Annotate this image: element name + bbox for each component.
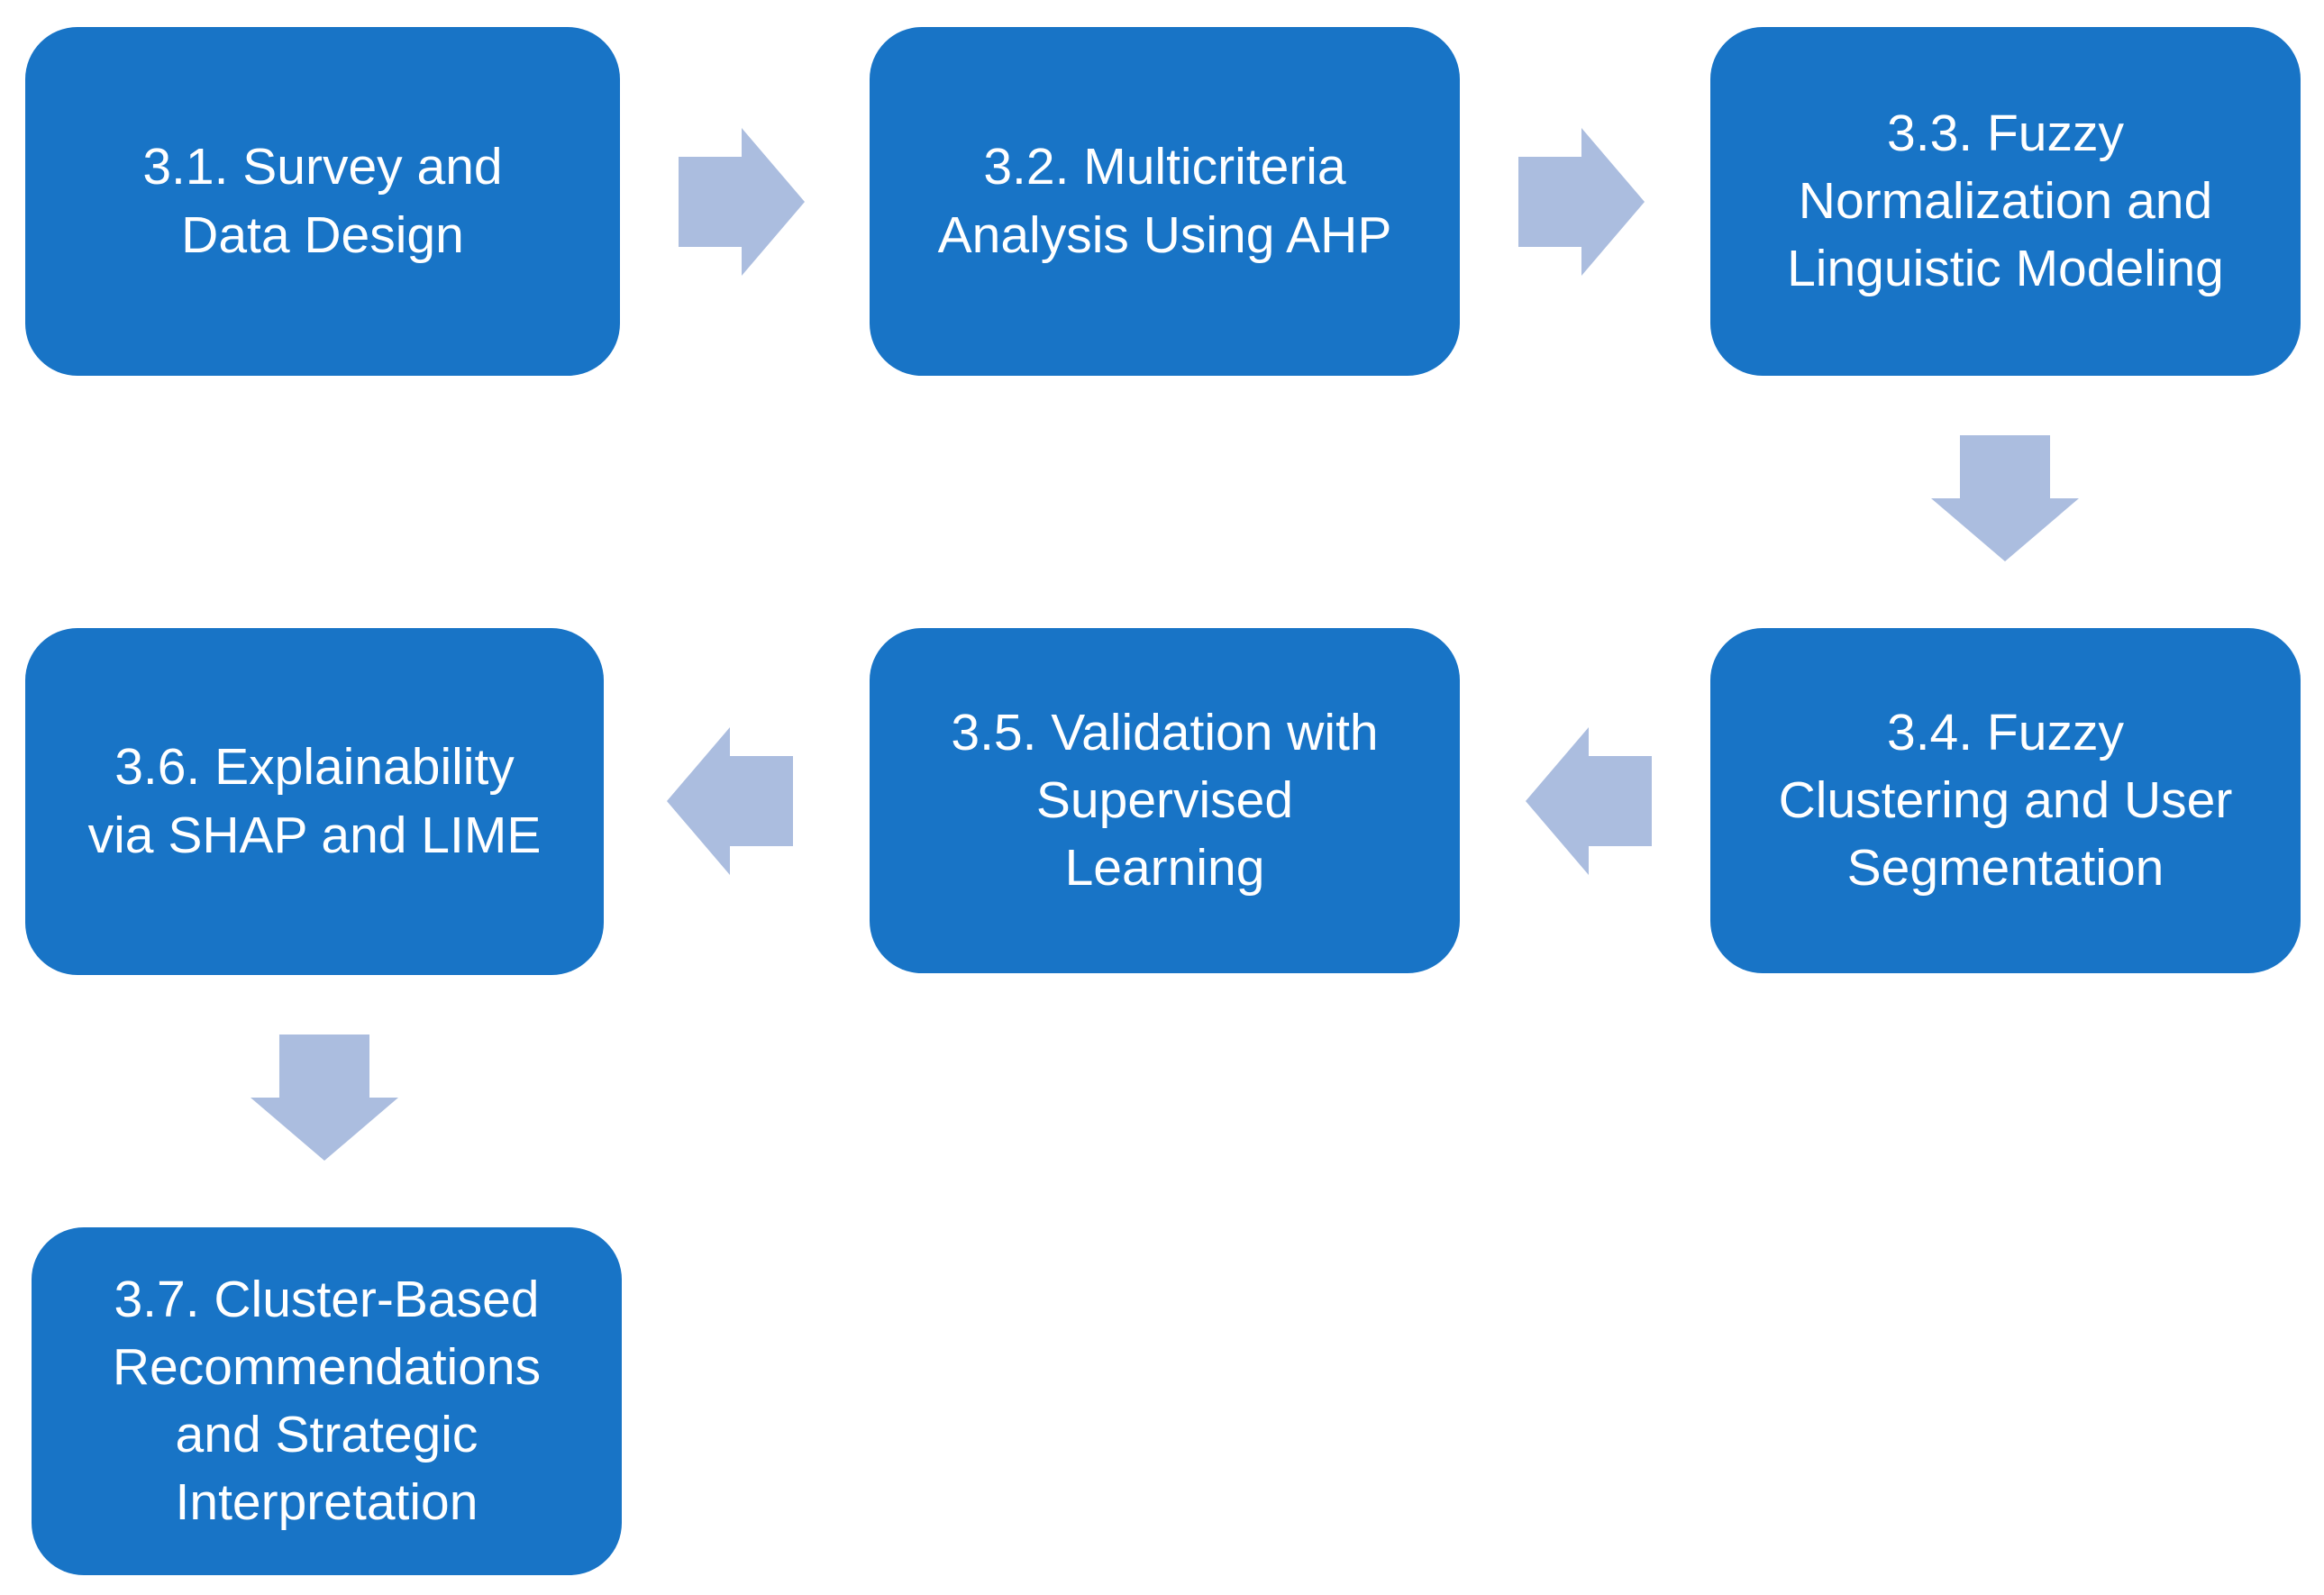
arrow-down-icon	[1931, 435, 2079, 561]
flow-step-survey-and-data-design: 3.1. Survey and Data Design	[25, 27, 620, 376]
flow-step-explainability-shap-lime: 3.6. Explainability via SHAP and LIME	[25, 628, 604, 975]
flow-step-validation-supervised-learning: 3.5. Validation with Supervised Learning	[870, 628, 1460, 973]
arrow-down-icon	[251, 1034, 398, 1161]
flow-step-fuzzy-normalization-linguistic-modeling: 3.3. Fuzzy Normalization and Linguistic …	[1710, 27, 2301, 376]
flow-step-cluster-based-recommendations: 3.7. Cluster-Based Recommendations and S…	[32, 1227, 622, 1575]
flow-step-fuzzy-clustering-user-segmentation: 3.4. Fuzzy Clustering and User Segmentat…	[1710, 628, 2301, 973]
arrow-left-icon	[667, 727, 793, 875]
arrow-right-icon	[679, 128, 805, 276]
arrow-right-icon	[1518, 128, 1645, 276]
arrow-left-icon	[1526, 727, 1652, 875]
flow-step-multicriteria-analysis-ahp: 3.2. Multicriteria Analysis Using AHP	[870, 27, 1460, 376]
